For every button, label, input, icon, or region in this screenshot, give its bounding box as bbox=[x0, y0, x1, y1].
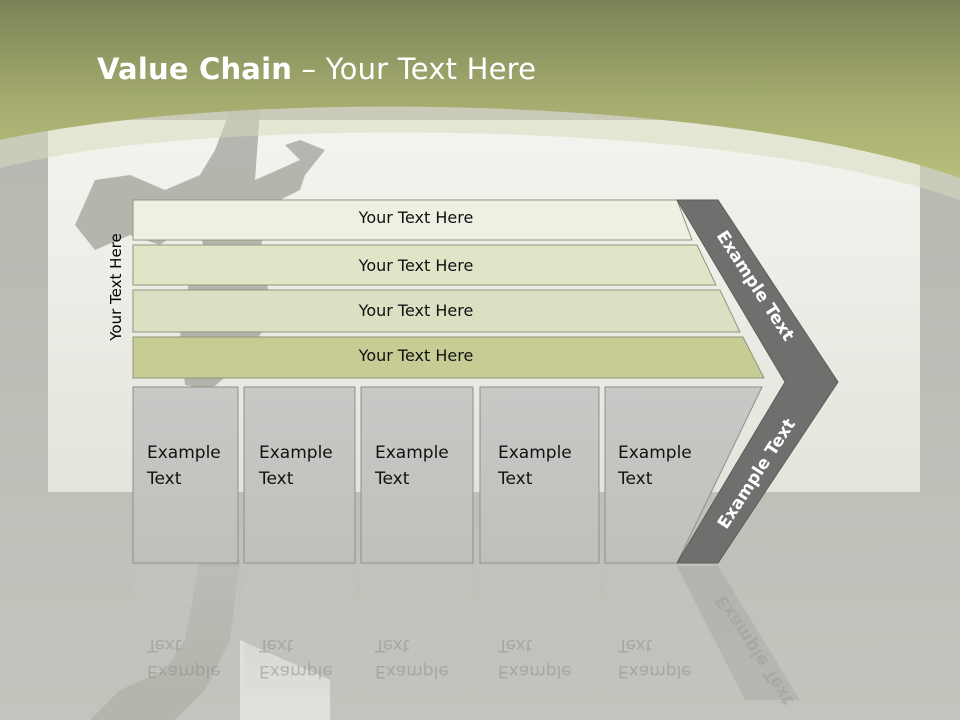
column-label-1-line1: Example bbox=[147, 443, 221, 463]
column-label-4-line2: Text bbox=[498, 469, 533, 489]
bar-label-3: Your Text Here bbox=[358, 301, 474, 320]
header-band bbox=[0, 0, 960, 178]
page-title: Value Chain – Your Text Here bbox=[97, 52, 536, 86]
diagram-reflection bbox=[133, 566, 800, 700]
title-bold: Value Chain bbox=[97, 52, 293, 86]
bar-3 bbox=[132, 289, 741, 333]
column-label-3-line2: Text bbox=[375, 469, 410, 489]
column-label-3-line1: Example bbox=[375, 443, 449, 463]
column-label-1: Example Text bbox=[147, 440, 221, 492]
column-2 bbox=[243, 386, 356, 564]
chevron-shape bbox=[676, 199, 839, 564]
column-label-3: Example Text bbox=[375, 440, 449, 492]
column-label-2-line2: Text bbox=[259, 469, 294, 489]
bar-label-2: Your Text Here bbox=[358, 256, 474, 275]
column-label-4-line1: Example bbox=[498, 443, 572, 463]
column-label-4: Example Text bbox=[498, 440, 572, 492]
bar-4 bbox=[132, 336, 765, 379]
column-label-5-line2: Text bbox=[618, 469, 653, 489]
column-label-5-line1: Example bbox=[618, 443, 692, 463]
bar-label-1: Your Text Here bbox=[358, 208, 474, 227]
column-1 bbox=[132, 386, 239, 564]
column-label-1-line2: Text bbox=[147, 469, 182, 489]
column-3 bbox=[360, 386, 474, 564]
header-swoosh bbox=[0, 106, 960, 200]
bar-label-4: Your Text Here bbox=[358, 346, 474, 365]
bar-1 bbox=[132, 199, 693, 241]
title-rest: – Your Text Here bbox=[292, 52, 537, 86]
column-label-2-line1: Example bbox=[259, 443, 333, 463]
column-4 bbox=[479, 386, 600, 564]
column-label-2: Example Text bbox=[259, 440, 333, 492]
bar-2 bbox=[132, 244, 717, 286]
column-label-5: Example Text bbox=[618, 440, 692, 492]
